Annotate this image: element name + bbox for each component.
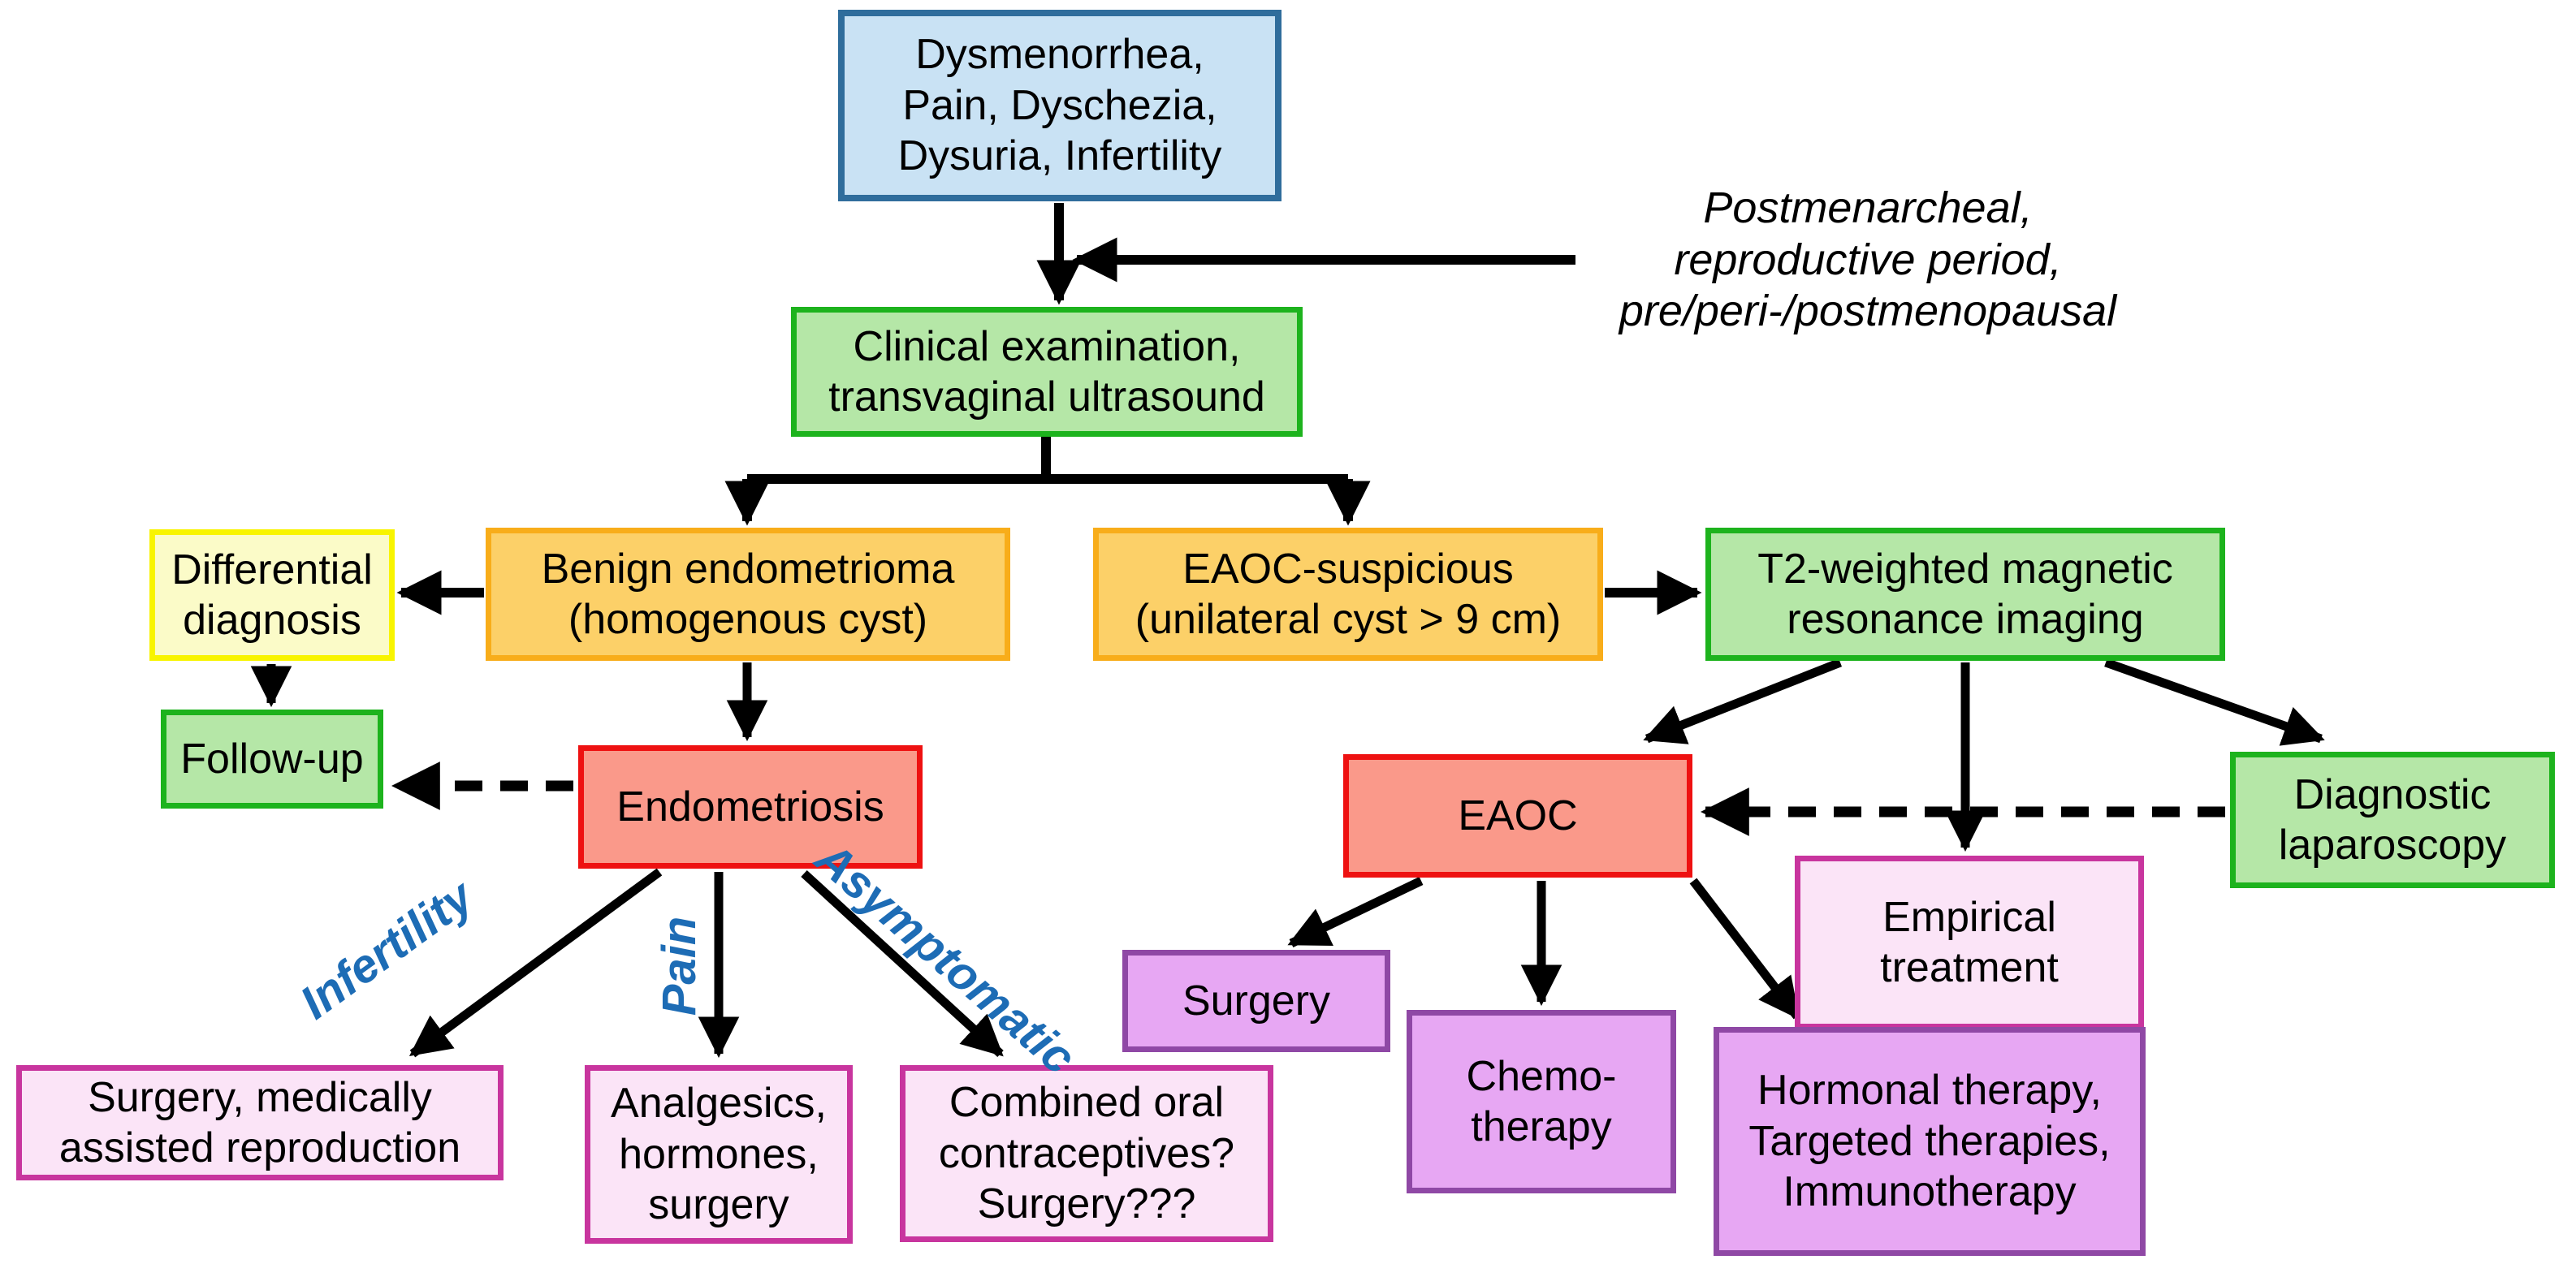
edge-label-pain: Pain — [653, 916, 706, 1016]
node-diagnostic-laparoscopy-text: Diagnostic laparoscopy — [2278, 770, 2507, 869]
node-surgery: Surgery — [1122, 950, 1390, 1052]
node-hormonal-therapy: Hormonal therapy, Targeted therapies, Im… — [1714, 1027, 2146, 1256]
node-symptoms-text: Dysmenorrhea, Pain, Dyschezia, Dysuria, … — [897, 31, 1222, 180]
node-differential-diagnosis: Differential diagnosis — [149, 529, 395, 661]
node-clinical-examination: Clinical examination, transvaginal ultra… — [791, 307, 1303, 437]
node-surgery-mar: Surgery, medically assisted reproduction — [16, 1065, 504, 1180]
node-surgery-text: Surgery — [1182, 977, 1331, 1025]
node-benign-endometrioma-text: Benign endometrioma (homogenous cyst) — [541, 545, 955, 643]
node-eaoc: EAOC — [1343, 754, 1692, 878]
node-symptoms: Dysmenorrhea, Pain, Dyschezia, Dysuria, … — [838, 10, 1282, 201]
node-follow-up-text: Follow-up — [180, 735, 364, 783]
node-combined-oc-text: Combined oral contraceptives? Surgery??? — [938, 1079, 1235, 1228]
node-combined-oc: Combined oral contraceptives? Surgery??? — [900, 1065, 1273, 1242]
node-eaoc-text: EAOC — [1458, 792, 1578, 839]
node-endometriosis: Endometriosis — [578, 745, 923, 869]
arrow-t2-to-eaoc — [1643, 658, 1843, 744]
node-follow-up: Follow-up — [161, 710, 383, 809]
arrow-endometriosis-to-surgery-mar — [408, 868, 663, 1058]
annotation-menstrual-status: Postmenarcheal, reproductive period, pre… — [1619, 183, 2117, 336]
node-analgesics-text: Analgesics, hormones, surgery — [611, 1080, 827, 1229]
node-chemotherapy-text: Chemo- therapy — [1466, 1052, 1617, 1150]
node-eaoc-suspicious-text: EAOC-suspicious (unilateral cyst > 9 cm) — [1135, 545, 1562, 643]
node-chemotherapy: Chemo- therapy — [1407, 1010, 1676, 1193]
node-empirical-treatment: Empirical treatment — [1795, 856, 2144, 1029]
node-t2-mri: T2-weighted magnetic resonance imaging — [1705, 528, 2225, 661]
node-eaoc-suspicious: EAOC-suspicious (unilateral cyst > 9 cm) — [1093, 528, 1603, 661]
arrow-t2-to-laparoscopy — [2104, 658, 2325, 746]
node-hormonal-therapy-text: Hormonal therapy, Targeted therapies, Im… — [1748, 1067, 2111, 1216]
node-clinical-examination-text: Clinical examination, transvaginal ultra… — [828, 322, 1265, 421]
node-differential-diagnosis-text: Differential diagnosis — [171, 546, 373, 644]
node-benign-endometrioma: Benign endometrioma (homogenous cyst) — [486, 528, 1010, 661]
node-empirical-treatment-text: Empirical treatment — [1880, 893, 2059, 991]
node-surgery-mar-text: Surgery, medically assisted reproduction — [58, 1073, 461, 1171]
arrow-endometriosis-to-combined — [801, 869, 1004, 1058]
node-endometriosis-text: Endometriosis — [616, 783, 884, 830]
arrow-clinical-split-trunk — [747, 437, 1348, 484]
node-t2-mri-text: T2-weighted magnetic resonance imaging — [1757, 545, 2173, 643]
arrow-eaoc-to-surgery — [1287, 877, 1424, 947]
node-diagnostic-laparoscopy: Diagnostic laparoscopy — [2230, 752, 2555, 888]
node-analgesics: Analgesics, hormones, surgery — [585, 1065, 853, 1244]
arrow-eaoc-to-hormonal — [1689, 878, 1801, 1020]
